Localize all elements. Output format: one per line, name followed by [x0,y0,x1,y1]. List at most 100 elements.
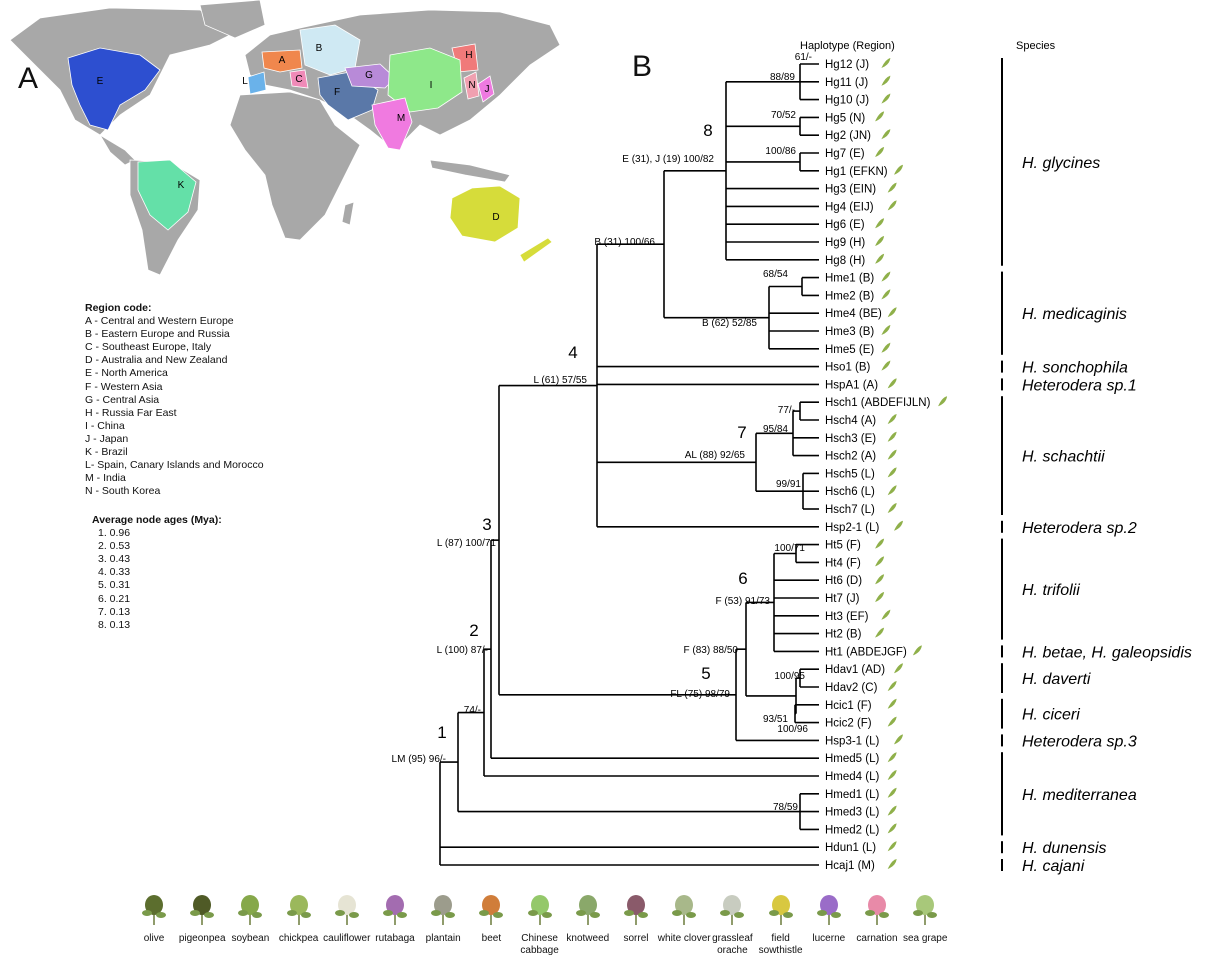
region-code-item: K - Brazil [85,446,128,459]
host-chinese-cabbage-icon [527,895,552,925]
host-plant-icon [887,503,897,513]
support-value-label: 61/- [795,52,812,63]
host-plant-icon [887,182,897,193]
host-plant-icon [875,253,885,264]
host-plant-icon [887,414,897,424]
host-sea-grape: sea grape [896,893,954,945]
haplotype-column-header: Haplotype (Region) [800,40,895,52]
region-code-item: J - Japan [85,432,129,445]
leaf-label-hg12-j: Hg12 (J) [825,59,869,71]
region-code-item: C - Southeast Europe, Italy [85,341,212,354]
panel-a-letter: A [18,62,39,95]
region-code-item: G - Central Asia [85,393,160,406]
leaf-label-hme2-b: Hme2 (B) [825,290,874,302]
species-label-h-glycines: H. glycines [1022,155,1100,172]
host-knotweed: knotweed [559,893,617,945]
host-rutabaga: rutabaga [366,893,424,945]
leaf-label-ht4-f: Ht4 (F) [825,557,861,569]
host-sorrel-icon [624,895,648,925]
support-value-label: AL (88) 92/65 [685,450,746,461]
support-value-label: FL (75) 98/79 [670,689,730,700]
map-region-d [449,185,521,243]
host-field-sowthistle: field sowthistle [752,893,810,957]
leaf-label-hmed4-l: Hmed4 (L) [825,771,879,783]
leaf-label-hsch4-a: Hsch4 (A) [825,415,876,427]
leaf-label-ht7-j: Ht7 (J) [825,593,860,605]
host-label: olive [143,933,165,944]
host-plant-icon [887,681,897,691]
host-label: knotweed [566,933,610,944]
host-plant-icon [887,431,897,442]
species-label-h-sonchophila: H. sonchophila [1022,360,1128,377]
host-label: grassleaf orache [712,933,753,956]
support-value-label: 77/- [778,405,795,416]
leaf-label-hcic1-f: Hcic1 (F) [825,700,872,712]
node-number-label: 6 [738,569,747,588]
leaf-label-hspa1-a: HspA1 (A) [825,379,878,391]
leaf-label-hsch3-e: Hsch3 (E) [825,433,876,445]
leaf-label-hcaj1-m: Hcaj1 (M) [825,860,875,872]
node-age-item: 7. 0.13 [98,605,131,618]
region-code-item: I - China [85,419,125,432]
host-olive: olive [125,893,183,945]
host-sea-grape-icon [913,895,938,925]
host-white-clover: white clover [655,893,713,945]
map-region-label-a: A [279,55,286,66]
region-code-item: H - Russia Far East [85,406,177,419]
leaf-label-ht3-ef: Ht3 (EF) [825,611,869,623]
host-plant-icon [938,396,948,407]
host-plant-icon [875,556,885,567]
leaf-label-hmed3-l: Hmed3 (L) [825,807,879,819]
host-label: cauliflower [323,933,371,944]
map-region-a [261,49,303,73]
host-grassleaf-orache: grassleaf orache [703,893,761,957]
node-age-item: 5. 0.31 [98,579,131,592]
host-plant-icon [894,164,903,175]
map-region-n [463,71,480,100]
region-code-item: A - Central and Western Europe [85,315,234,328]
species-label-h-dunensis: H. dunensis [1022,840,1107,857]
region-code-item: N - South Korea [85,485,161,498]
species-label-h-cajani: H. cajani [1022,858,1085,875]
support-value-label: 88/89 [770,72,795,83]
species-label-h-schachtii: H. schachtii [1022,449,1105,466]
support-value-label: B (31) 100/66 [594,237,655,248]
host-plant-icon [881,75,891,86]
node-number-label: 1 [437,723,446,742]
host-soybean-icon [238,895,263,925]
node-age-item: 3. 0.43 [98,553,131,566]
host-plant-icon [887,200,897,211]
map-region-label-f: F [334,87,340,98]
map-region-label-e: E [97,76,104,87]
node-number-label: 5 [701,664,710,683]
node-number-label: 7 [737,423,746,442]
species-label-h-mediterranea: H. mediterranea [1022,787,1137,804]
node-age-item: 4. 0.33 [98,566,131,579]
support-value-label: F (53) 91/73 [716,596,771,607]
support-value-label: LM (95) 96/- [392,754,446,765]
host-plant-icon [881,289,891,300]
map-region-label-h: H [465,50,472,61]
host-chickpea: chickpea [270,893,328,945]
host-plant-icon [881,360,891,371]
species-label-h-ciceri: H. ciceri [1022,707,1080,724]
map-region-label-i: I [430,80,433,91]
leaf-label-ht2-b: Ht2 (B) [825,629,862,641]
host-plantain: plantain [414,893,472,945]
host-plant-icon [887,716,897,727]
host-label: field sowthistle [758,933,803,956]
host-olive-icon [142,895,166,925]
map-region-label-c: C [295,74,302,85]
host-lucerne: lucerne [800,893,858,945]
map-region-i [387,47,463,113]
leaf-label-hg8-h: Hg8 (H) [825,255,865,267]
host-plant-icon [912,645,922,656]
host-plant-icon [875,538,885,549]
node-age-header: Average node ages (Mya): [92,514,222,526]
host-label: soybean [231,933,270,944]
host-label: Chinese cabbage [520,933,559,956]
leaf-label-hdav2-c: Hdav2 (C) [825,682,878,694]
